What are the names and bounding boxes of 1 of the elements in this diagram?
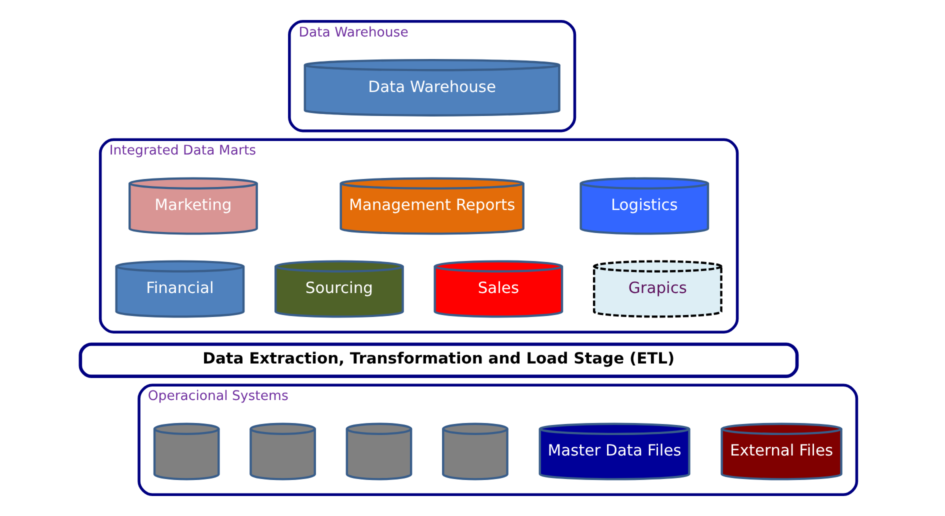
- node-box: Data Extraction, Transformation and Load Stage (ETL): [78, 342, 798, 378]
